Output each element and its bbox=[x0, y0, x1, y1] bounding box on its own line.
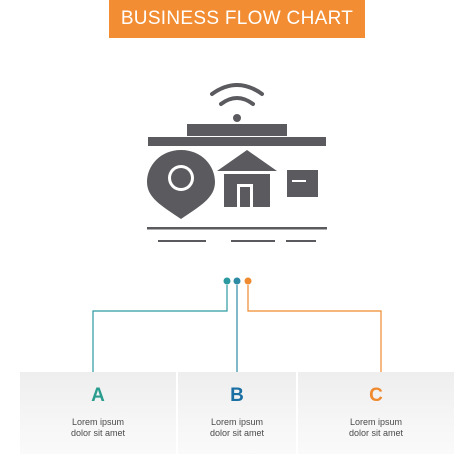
box-line bbox=[292, 180, 306, 182]
title-banner: BUSINESS FLOW CHART bbox=[109, 0, 365, 38]
step-card-c: C Lorem ipsum dolor sit amet bbox=[298, 372, 454, 454]
ground-line-mid bbox=[231, 240, 275, 242]
roof-bottom-beam bbox=[148, 137, 326, 146]
box-shape bbox=[287, 170, 318, 197]
step-a-line1: Lorem ipsum bbox=[71, 417, 125, 427]
house-roof bbox=[217, 150, 277, 171]
step-c-line2: dolor sit amet bbox=[348, 428, 404, 438]
wifi-arc-outer bbox=[210, 83, 264, 96]
house-door bbox=[240, 187, 250, 207]
step-b-line1: Lorem ipsum bbox=[210, 417, 264, 427]
wifi-dot bbox=[233, 114, 241, 122]
title-text: BUSINESS FLOW CHART bbox=[120, 8, 354, 29]
step-a-line2: dolor sit amet bbox=[70, 428, 126, 438]
connector-a-line bbox=[92, 285, 228, 372]
ground-line-right bbox=[286, 240, 316, 242]
step-desc-b: Lorem ipsum dolor sit amet bbox=[178, 417, 296, 439]
step-letter-c: C bbox=[369, 385, 383, 406]
wifi-arc-inner bbox=[219, 96, 255, 106]
step-desc-a: Lorem ipsum dolor sit amet bbox=[20, 417, 176, 439]
step-letter-a: A bbox=[91, 385, 105, 406]
connector-c-line bbox=[247, 285, 382, 372]
step-c-line1: Lorem ipsum bbox=[349, 417, 403, 427]
connector-a-dot bbox=[223, 277, 231, 285]
step-desc-c: Lorem ipsum dolor sit amet bbox=[298, 417, 454, 439]
step-b-line2: dolor sit amet bbox=[209, 428, 265, 438]
roof-top-beam bbox=[187, 124, 287, 136]
connector-b-dot bbox=[233, 277, 241, 285]
connector-c-dot bbox=[244, 277, 252, 285]
step-letter-b: B bbox=[230, 385, 244, 406]
step-card-a: A Lorem ipsum dolor sit amet bbox=[20, 372, 176, 454]
ground-line-top bbox=[147, 227, 327, 230]
map-pin-center bbox=[171, 168, 191, 188]
ground-line-left bbox=[158, 240, 206, 242]
step-card-b: B Lorem ipsum dolor sit amet bbox=[178, 372, 296, 454]
